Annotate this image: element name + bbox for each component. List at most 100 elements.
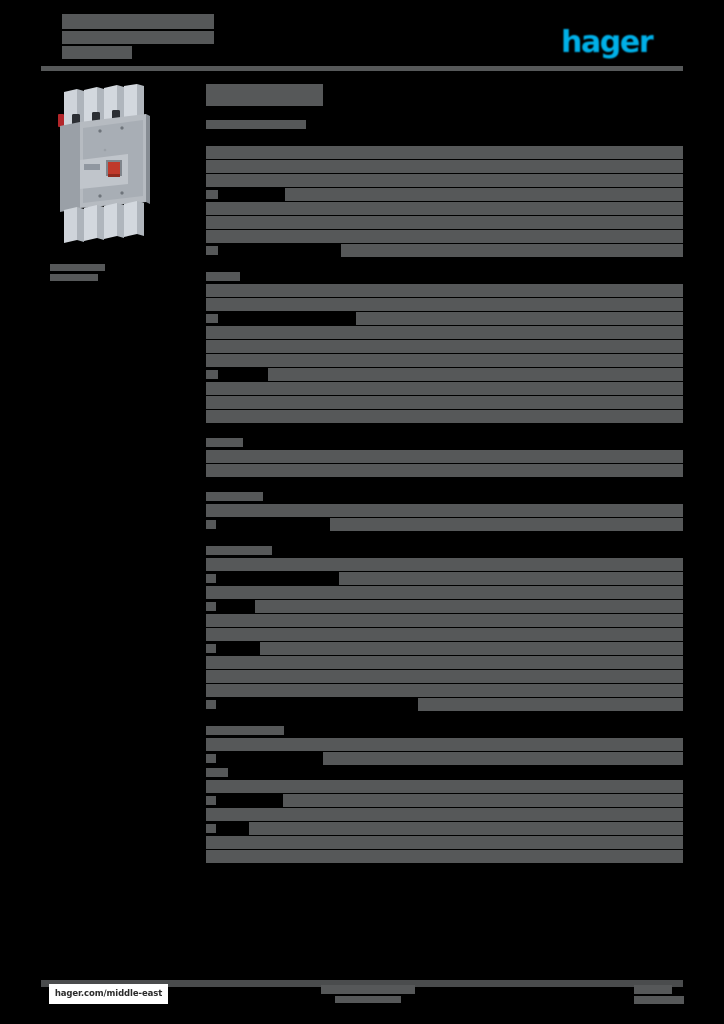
spec-row [206,572,683,585]
spec-row-value-redacted [206,160,683,173]
spec-row-label-redacted [206,824,216,833]
spec-row [206,698,683,711]
spec-row-value-redacted [206,174,683,187]
website-badge[interactable]: hager.com/middle-east [49,984,168,1004]
spec-row-value-redacted [341,244,683,257]
spec-row [206,284,683,297]
spec-row [206,188,683,201]
spec-row-label-redacted [206,768,228,777]
header-title-line-2 [62,31,214,44]
spec-row-value-redacted [206,464,683,477]
footer-right-redacted [634,985,684,1004]
spec-row-value-redacted [206,738,683,751]
spec-row-value-redacted [249,822,683,835]
spec-row-band-redacted [206,850,683,863]
spec-row [206,808,683,821]
spec-row [206,174,683,187]
spec-row-value-redacted [260,642,683,655]
spec-group-gap [206,535,683,544]
spec-row [206,244,683,257]
spec-row-value-redacted [206,558,683,571]
spec-group-gap [206,867,683,876]
spec-row [206,780,683,793]
spec-row [206,450,683,463]
spec-row-value-redacted [206,628,683,641]
spec-row [206,490,683,503]
spec-row-label-redacted [206,546,272,555]
header-title-line-3 [62,46,132,59]
spec-row [206,230,683,243]
spec-row-label-redacted [206,190,218,199]
spec-row-value-redacted [206,780,683,793]
spec-group-gap [206,715,683,724]
spec-row [206,368,683,381]
spec-row-value-redacted [206,586,683,599]
footer-divider [41,980,683,987]
footer-center-redacted [321,985,415,1003]
spec-group-gap [206,261,683,270]
website-badge-text: hager.com/middle-east [54,989,163,999]
spec-row-value-redacted [206,614,683,627]
spec-row [206,146,683,159]
spec-row-value-redacted [206,146,683,159]
spec-group [206,436,683,477]
spec-row [206,340,683,353]
spec-row-value-redacted [283,794,683,807]
spec-row-value-redacted [206,326,683,339]
circuit-breaker-illustration [58,84,150,243]
spec-row [206,216,683,229]
spec-row [206,558,683,571]
spec-row [206,614,683,627]
spec-group [206,544,683,711]
spec-group-gap [206,481,683,490]
footer-center-line-2 [335,996,401,1003]
spec-row-label-redacted [206,602,216,611]
spec-row-band-redacted [206,382,683,395]
hager-logo-text: hager [561,25,654,60]
spec-row-label-redacted [206,644,216,653]
hager-logo[interactable]: hager [561,25,659,60]
spec-row [206,270,683,283]
spec-row-label-redacted [206,726,284,735]
spec-row [206,684,683,697]
spec-row-label-redacted [206,370,218,379]
spec-row-label-redacted [206,520,216,529]
spec-row-value-redacted [206,808,683,821]
footer-center-line-1 [321,985,415,994]
spec-row-value-redacted [255,600,683,613]
spec-row-value-redacted [206,354,683,367]
page-subtitle-redacted [206,120,306,129]
spec-row [206,600,683,613]
spec-row [206,794,683,807]
spec-group [206,270,683,423]
spec-row [206,642,683,655]
spec-row-value-redacted [206,216,683,229]
circuit-breaker-image [50,84,160,244]
spec-row [206,724,683,737]
spec-row [206,738,683,751]
page-footer: hager.com/middle-east [41,980,684,1010]
spec-row-value-redacted [330,518,683,531]
spec-row-label-redacted [206,574,216,583]
spec-row [206,822,683,835]
spec-groups [206,146,683,876]
spec-row-label-redacted [206,314,218,323]
spec-row-value-redacted [206,836,683,849]
page-header: hager [62,14,684,74]
spec-row [206,436,683,449]
spec-row [206,354,683,367]
spec-row-value-redacted [206,656,683,669]
spec-row-value-redacted [418,698,683,711]
spec-row-value-redacted [206,202,683,215]
specification-table [206,84,683,876]
spec-row-label-redacted [206,272,240,281]
spec-row [206,504,683,517]
spec-row [206,544,683,557]
spec-row-label-redacted [206,754,216,763]
spec-row [206,326,683,339]
spec-row-value-redacted [323,752,683,765]
spec-row [206,670,683,683]
spec-group [206,490,683,531]
spec-row [206,464,683,477]
